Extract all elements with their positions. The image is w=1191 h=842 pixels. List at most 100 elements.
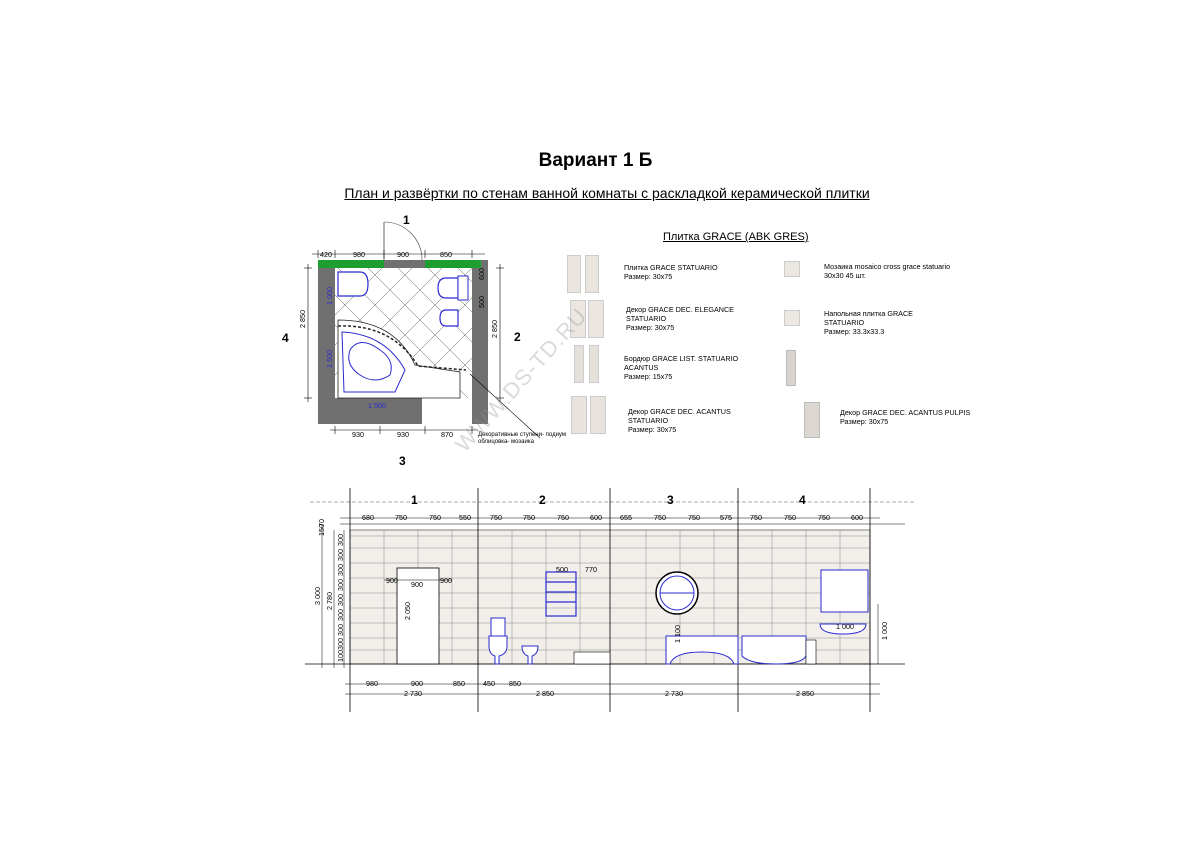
elev-dim: 750 — [523, 513, 535, 522]
elev-dim: 900 — [411, 679, 423, 688]
elev-dim: 300 — [336, 549, 345, 561]
elev-wall-label-1: 1 — [411, 493, 418, 507]
page-subtitle: План и развёртки по стенам ванной комнат… — [344, 185, 870, 201]
plan-dim: 1 000 — [325, 287, 334, 305]
plan-dim-right: 2 850 — [490, 320, 499, 338]
elev-dim: 750 — [429, 513, 441, 522]
elev-dim: 100 — [336, 650, 345, 662]
plan-note: Декоративные ступени- подиум облицовка- … — [478, 432, 566, 445]
elev-dim: 1 000 — [880, 622, 889, 640]
plan-dim: 930 — [352, 430, 364, 439]
elev-dim: 900 — [440, 576, 452, 585]
green-wall-right — [425, 260, 481, 268]
elev-dim: 900 — [386, 576, 398, 585]
green-wall-left — [318, 260, 384, 268]
plan-bottom-dims — [330, 426, 478, 434]
swatch-elegance — [570, 300, 586, 338]
swatch-statuario-2 — [585, 255, 599, 293]
elev-dim: 550 — [459, 513, 471, 522]
plan-dim: 870 — [441, 430, 453, 439]
toilet-tank — [457, 275, 469, 301]
plan-dim: 1 500 — [325, 350, 334, 368]
plan-dim: 980 — [353, 250, 365, 259]
plan-wall-label-1: 1 — [403, 213, 410, 227]
elev-dim: 300 — [336, 579, 345, 591]
elev-total: 2 850 — [796, 689, 814, 698]
note-leader — [469, 373, 541, 439]
plan-top-dims — [312, 250, 485, 258]
swatch-acantus — [571, 396, 587, 434]
wall-elevations — [305, 488, 915, 712]
elev-toilet-icon — [488, 617, 508, 665]
plan-dim: 850 — [440, 250, 452, 259]
elev-total: 2 850 — [536, 689, 554, 698]
elev-dim: 750 — [818, 513, 830, 522]
elev-bathtub-4-icon — [741, 635, 807, 665]
elev-dim: 750 — [750, 513, 762, 522]
plan-side-dims — [304, 264, 504, 402]
plan-dim: 500 — [477, 296, 486, 308]
bidet-icon — [439, 309, 459, 327]
swatch-list — [574, 345, 584, 383]
elev-dim: 300 — [336, 638, 345, 650]
legend-title: Плитка GRACE (ABK GRES) — [663, 231, 809, 243]
elev-dim: 500 — [556, 565, 568, 574]
elev-dim: 300 — [336, 624, 345, 636]
elev-dim: 980 — [366, 679, 378, 688]
elev-dim: 600 — [590, 513, 602, 522]
elev-wall-label-2: 2 — [539, 493, 546, 507]
mosaic-step — [337, 325, 467, 371]
door-swing — [383, 221, 423, 261]
plan-wall-label-3: 3 — [399, 454, 406, 468]
swatch-list-2 — [589, 345, 599, 383]
elev-door — [396, 567, 440, 665]
elev-dim: 1 000 — [836, 622, 854, 631]
elev-dim: 655 — [620, 513, 632, 522]
plan-dim: 930 — [397, 430, 409, 439]
elev-dim: 850 — [509, 679, 521, 688]
elev-dim: 300 — [336, 534, 345, 546]
elev-height-total: 3 000 — [313, 587, 322, 605]
elev-wall-label-4: 4 — [799, 493, 806, 507]
swatch-pulpis — [804, 402, 820, 438]
elev-dim: 750 — [557, 513, 569, 522]
sink-icon — [337, 271, 369, 297]
elev-height-inner: 2 780 — [325, 592, 334, 610]
elev-dim: 150 — [317, 524, 326, 536]
elev-bathtub-icon — [665, 635, 739, 665]
page-title: Вариант 1 Б — [538, 150, 653, 171]
swatch-mosaic — [784, 261, 800, 277]
plan-dim: 900 — [397, 250, 409, 259]
elev-dim: 300 — [336, 609, 345, 621]
elev-total: 2 730 — [665, 689, 683, 698]
swatch-statuario — [567, 255, 581, 293]
elev-step-left — [573, 651, 611, 665]
swatch-acantus-2 — [590, 396, 606, 434]
plan-wall-label-4: 4 — [282, 331, 289, 345]
bathtub-basin — [348, 342, 392, 381]
swatch-floor — [784, 310, 800, 326]
elev-dim: 850 — [453, 679, 465, 688]
elev-total: 2 730 — [404, 689, 422, 698]
elev-dim: 575 — [720, 513, 732, 522]
elev-dim: 300 — [336, 564, 345, 576]
elev-sink-icon — [819, 623, 867, 635]
elev-dim: 750 — [654, 513, 666, 522]
elev-dim: 770 — [585, 565, 597, 574]
floor-plan — [304, 221, 541, 439]
legend-item-5: Мозаика mosaico cross grace statuario 30… — [824, 262, 951, 280]
mirror-icon — [820, 569, 869, 613]
plan-dim: 420 — [320, 250, 332, 259]
elev-door-width: 900 — [411, 580, 423, 589]
plan-step — [422, 398, 472, 424]
elev-dim: 750 — [688, 513, 700, 522]
elev-wall-label-3: 3 — [667, 493, 674, 507]
elev-dim: 450 — [483, 679, 495, 688]
elev-bidet-icon — [521, 645, 539, 665]
